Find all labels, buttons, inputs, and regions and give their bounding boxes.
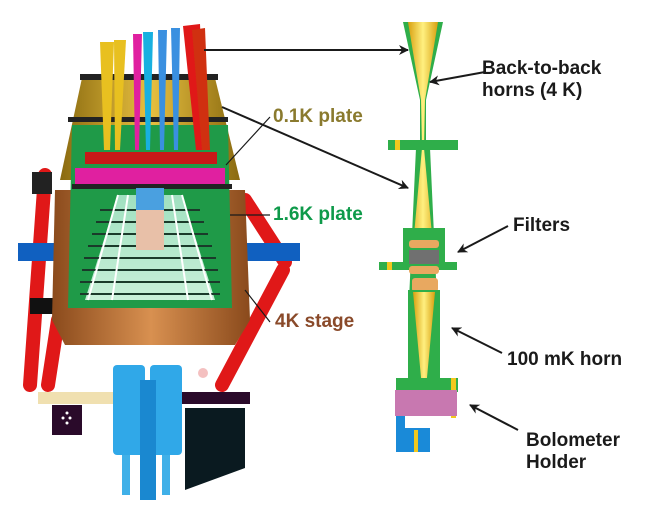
label-text: 0.1K plate (273, 106, 363, 127)
bolometer-mount (396, 416, 430, 452)
label-line: Holder (526, 452, 587, 473)
side-bracket (245, 243, 300, 261)
0-1k-plate (75, 168, 225, 184)
side-bracket (32, 172, 52, 194)
label-100mk-horn: 100 mK horn (507, 349, 622, 371)
connector-block (52, 405, 82, 435)
annotation-arrows (204, 45, 519, 431)
label-4k-stage: 4K stage (275, 311, 354, 333)
wiring-panel (185, 408, 245, 490)
horn-chain (379, 22, 458, 452)
label-line: Filters (513, 215, 571, 236)
arrow-back-to-back (429, 71, 486, 86)
side-bracket (18, 243, 56, 261)
label-0-1k-plate: 0.1K plate (273, 106, 363, 128)
cryostat-assembly (18, 24, 300, 500)
sensor-dot (198, 368, 208, 378)
label-back-to-back-horns: Back-to-back horns (4 K) (482, 58, 601, 102)
central-cylinder (136, 210, 164, 250)
leader-lines (225, 116, 271, 323)
label-line: Bolometer (526, 430, 620, 451)
label-filters: Filters (513, 215, 570, 237)
feed-horns (100, 24, 210, 150)
label-1-6k-plate: 1.6K plate (273, 204, 363, 226)
label-line: Back-to-back (482, 58, 602, 79)
label-text: 1.6K plate (273, 204, 363, 225)
central-cylinder (136, 188, 164, 210)
label-text: 4K stage (275, 311, 355, 332)
label-line: 100 mK horn (507, 349, 623, 370)
label-line: horns (4 K) (482, 80, 583, 101)
bolometer-holder (395, 390, 457, 416)
dilution-fridge (113, 365, 182, 500)
label-bolometer-holder: Bolometer Holder (526, 430, 620, 474)
arrow-horns-mid (221, 106, 409, 189)
arrow-filters (457, 225, 509, 253)
arrow-100mk-horn (451, 327, 503, 354)
cone-rods (87, 194, 213, 301)
arrow-bolometer (469, 404, 519, 431)
